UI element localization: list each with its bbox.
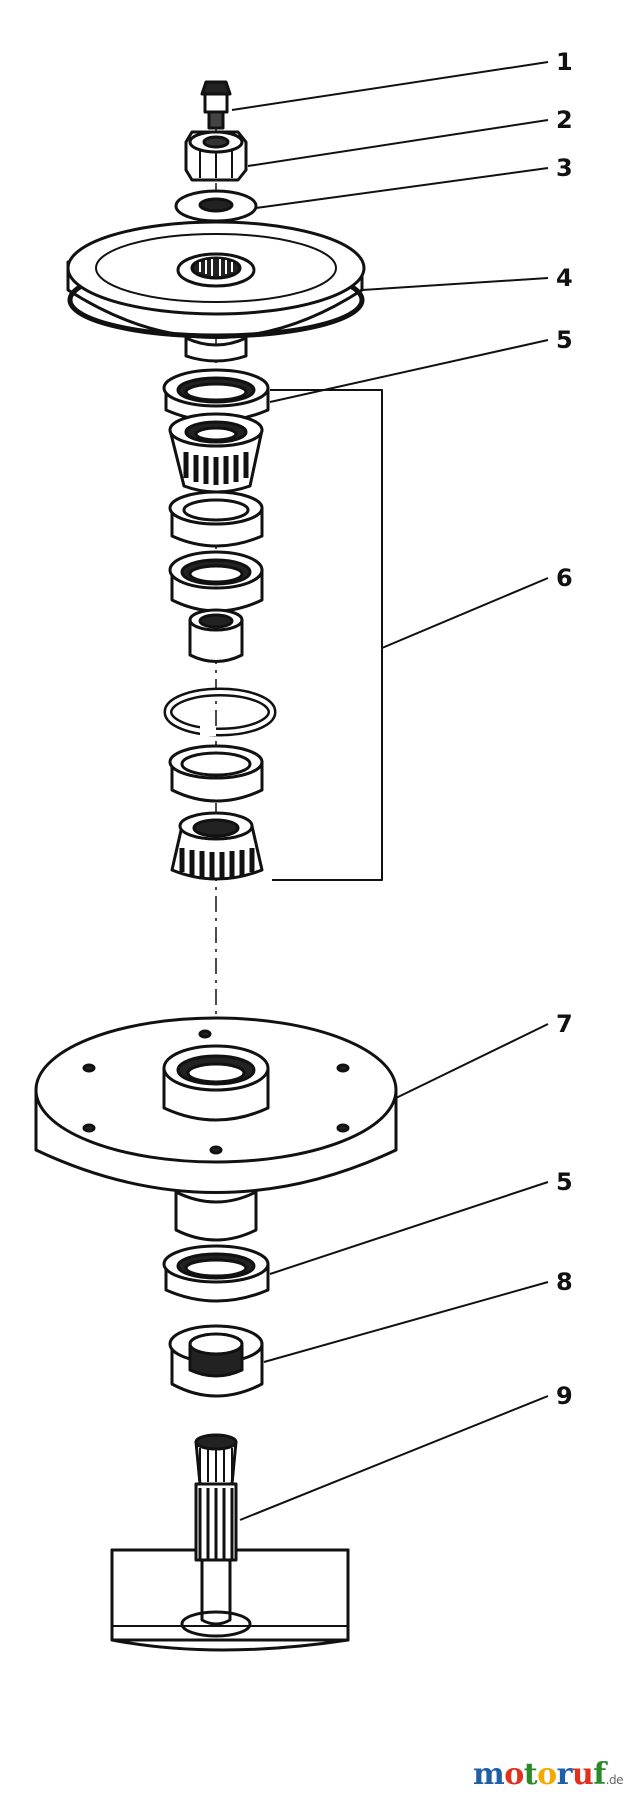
leader-2: [247, 119, 549, 167]
watermark-letter: u: [571, 1757, 594, 1792]
watermark-letter: t: [523, 1757, 538, 1792]
callout-6: 6: [556, 564, 573, 592]
bearing-cup-lower: [168, 744, 264, 803]
spindle-shaft: [110, 1433, 350, 1652]
leader-7: [395, 1023, 549, 1099]
bearing-cup-below-housing: [162, 1244, 270, 1303]
hex-nut: [184, 130, 248, 182]
bearing-cup-mid-a: [168, 490, 264, 548]
spacer-sleeve: [188, 608, 244, 663]
callout-2: 2: [556, 106, 573, 134]
bearing-cup-mid-b: [168, 550, 264, 613]
watermark-suffix: .de: [605, 1773, 624, 1787]
leader-4: [361, 277, 549, 291]
seal-bearing: [168, 1324, 264, 1398]
tapered-roller-bearing-lower: [170, 811, 264, 881]
watermark-letter: m: [473, 1757, 505, 1792]
callout-4: 4: [556, 264, 573, 292]
leader-9: [239, 1395, 549, 1521]
callout-7: 7: [556, 1010, 573, 1038]
watermark-logo: motoruf.de: [473, 1757, 624, 1792]
leader-3: [255, 167, 549, 209]
spindle-housing: [34, 1016, 398, 1242]
watermark-letter: o: [504, 1757, 524, 1792]
callout-5-lower: 5: [556, 1168, 573, 1196]
leader-6: [381, 577, 549, 649]
watermark-letter: o: [537, 1757, 557, 1792]
callout-3: 3: [556, 154, 573, 182]
washer: [174, 189, 258, 223]
pulley: [66, 220, 366, 363]
watermark-letter: r: [556, 1757, 573, 1792]
grease-fitting: [200, 80, 232, 130]
bracket-6: [270, 389, 383, 881]
watermark-letter: f: [593, 1757, 606, 1792]
leader-1: [231, 61, 549, 111]
callout-8: 8: [556, 1268, 573, 1296]
leader-5a: [269, 339, 549, 403]
bearing-cup-upper: [162, 368, 270, 423]
snap-ring: [163, 687, 277, 737]
callout-5-upper: 5: [556, 326, 573, 354]
leader-5b: [269, 1181, 549, 1275]
tapered-roller-bearing-upper: [168, 412, 264, 494]
callout-9: 9: [556, 1382, 573, 1410]
leader-8: [263, 1281, 549, 1363]
callout-1: 1: [556, 48, 573, 76]
